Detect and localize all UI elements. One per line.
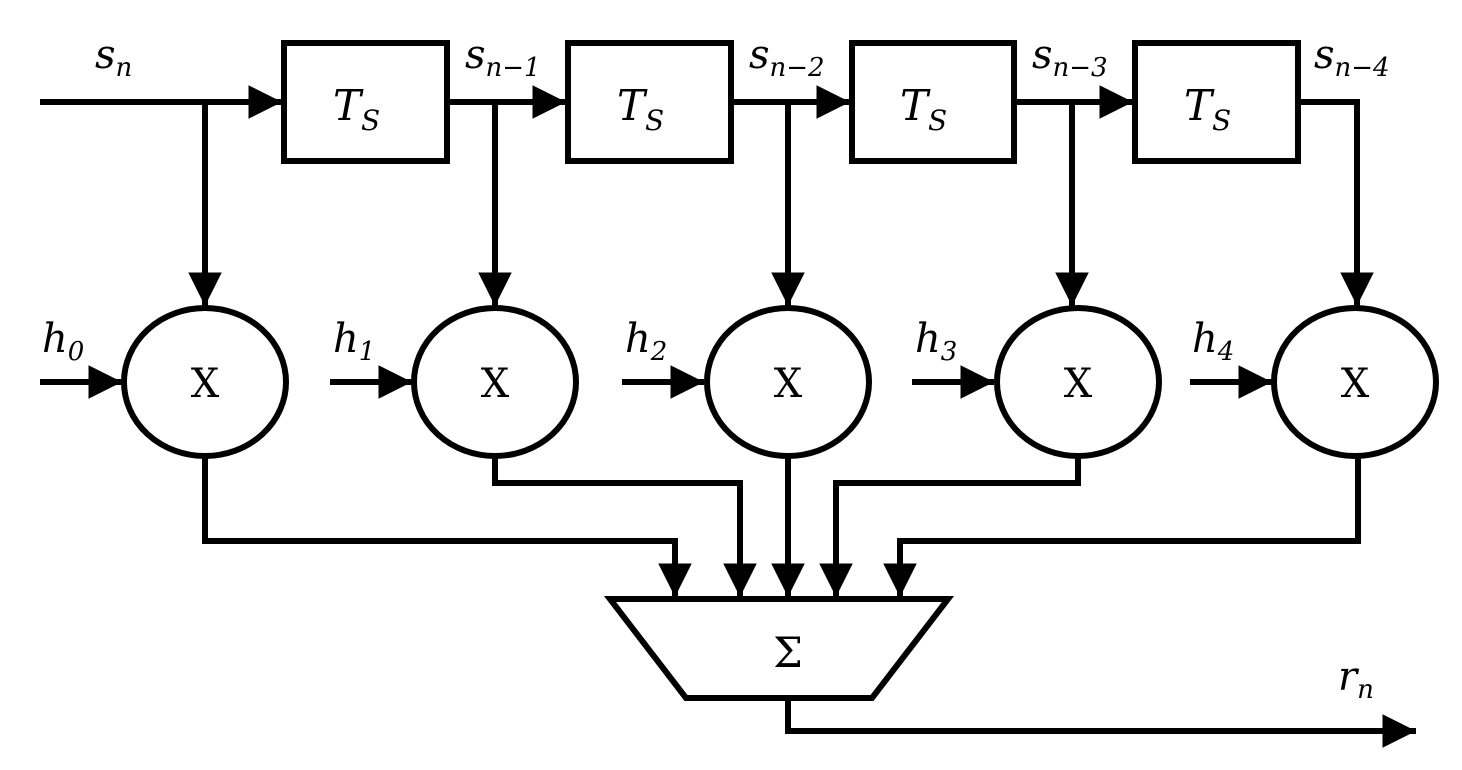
- product-wire-3: [819, 456, 1081, 597]
- product-wire-0: [202, 456, 692, 597]
- multiplier-symbol-1: X: [481, 361, 510, 407]
- coef-label-1: h1: [333, 316, 375, 367]
- delay-label-3: TS: [900, 81, 947, 137]
- delay-line: TS TS TS TS: [40, 40, 1301, 164]
- output-signal-label: rn: [1338, 654, 1374, 705]
- output-wire: [785, 698, 1416, 748]
- multipliers: X X X X X: [121, 305, 1439, 459]
- delay-block-4: [1132, 40, 1301, 164]
- delay-block-3: [849, 40, 1017, 164]
- coef-label-4: h4: [1192, 316, 1234, 367]
- delay-block-2: [565, 40, 734, 164]
- multiplier-symbol-3: X: [1064, 361, 1093, 407]
- signal-labels: sn sn−1 sn−2 sn−3 sn−4 rn: [95, 32, 1390, 705]
- product-wires: [202, 456, 1361, 597]
- product-wire-4: [883, 456, 1361, 597]
- tap-label-4: sn−4: [1314, 32, 1390, 83]
- multiplier-symbol-0: X: [191, 361, 220, 407]
- multiplier-symbol-2: X: [774, 361, 803, 407]
- delay-label-4: TS: [1184, 81, 1231, 137]
- coef-label-2: h2: [625, 316, 667, 367]
- input-signal-label: sn: [95, 32, 132, 83]
- coefficient-inputs: h0 h1 h2 h3 h4: [40, 316, 1272, 399]
- summation-block: Σ: [603, 596, 955, 701]
- summation-trapezoid: [603, 596, 955, 701]
- coef-label-0: h0: [42, 316, 84, 367]
- delay-block-1: [281, 40, 450, 164]
- tap-label-1: sn−1: [465, 32, 541, 83]
- tap-label-2: sn−2: [749, 32, 825, 83]
- coef-label-3: h3: [915, 316, 957, 367]
- product-wire-1: [492, 456, 757, 597]
- tap-wires: [188, 99, 1374, 306]
- multiplier-symbol-4: X: [1341, 361, 1370, 407]
- delay-label-1: TS: [333, 81, 380, 137]
- summation-symbol: Σ: [773, 628, 803, 677]
- tap-wire-4: [1298, 99, 1374, 306]
- delay-label-2: TS: [617, 81, 664, 137]
- tap-label-3: sn−3: [1032, 32, 1108, 83]
